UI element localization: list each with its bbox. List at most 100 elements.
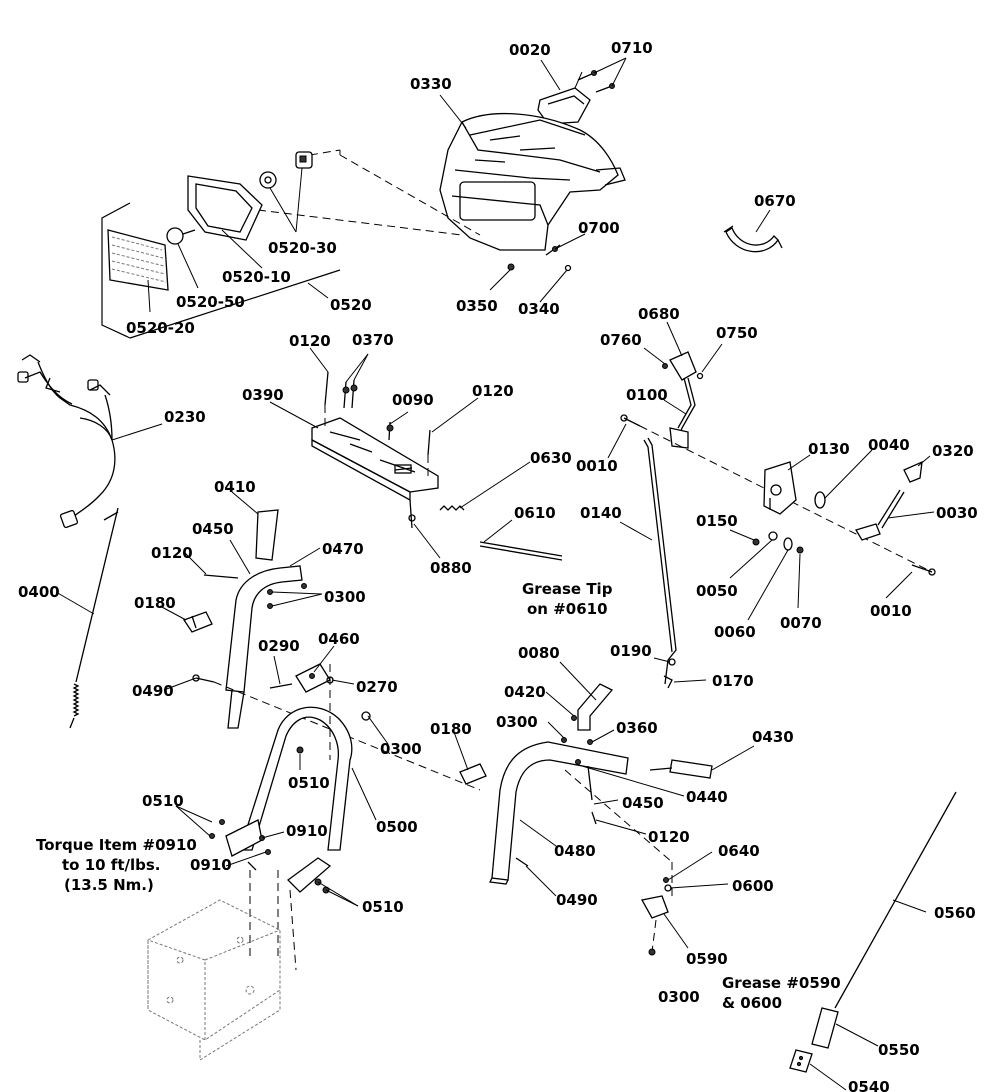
label-0750: 0750 [716, 324, 758, 342]
label-0370: 0370 [352, 331, 394, 349]
label-0450-a: 0450 [192, 520, 234, 538]
lower-handle-0500-drawing [209, 706, 371, 894]
label-0450-b: 0450 [622, 794, 664, 812]
screw-0700-drawing [545, 244, 561, 256]
label-0170: 0170 [712, 672, 754, 690]
bracket-0590-drawing [640, 877, 672, 956]
bolt-0880-drawing [408, 499, 416, 529]
grip-0430-drawing [649, 759, 713, 779]
label-0300-a: 0300 [324, 588, 366, 606]
screw-0340-drawing [564, 264, 572, 272]
label-0490-b: 0490 [556, 891, 598, 909]
label-0040: 0040 [868, 436, 910, 454]
knob-0320-drawing [903, 460, 923, 483]
label-0540: 0540 [848, 1078, 890, 1092]
label-0330: 0330 [410, 75, 452, 93]
clip-0670-drawing [723, 225, 783, 253]
grease-tip-note-line2: on #0610 [527, 600, 608, 618]
bracket-0130-drawing [763, 461, 797, 515]
label-0350: 0350 [456, 297, 498, 315]
console-plate-0390-drawing [311, 417, 439, 502]
lever-0080-drawing [577, 683, 614, 731]
label-0230: 0230 [164, 408, 206, 426]
spring-0630-drawing [439, 505, 465, 511]
label-0340: 0340 [518, 300, 560, 318]
label-0520: 0520 [330, 296, 372, 314]
label-0460: 0460 [318, 630, 360, 648]
label-0480: 0480 [554, 842, 596, 860]
label-0420: 0420 [504, 683, 546, 701]
label-0410: 0410 [214, 478, 256, 496]
label-0500: 0500 [376, 818, 418, 836]
torque-note-line1: Torque Item #0910 [36, 836, 197, 854]
label-0610: 0610 [514, 504, 556, 522]
torque-note-line2: to 10 ft/lbs. [62, 856, 160, 874]
label-0440: 0440 [686, 788, 728, 806]
wiring-harness-0230-drawing [17, 354, 119, 529]
label-0430: 0430 [752, 728, 794, 746]
label-0400: 0400 [18, 583, 60, 601]
rod-0610-drawing [479, 541, 563, 561]
bolts-0370-0120-drawing [324, 371, 431, 476]
label-0190: 0190 [610, 642, 652, 660]
label-0520-10: 0520-10 [222, 268, 291, 286]
notes: Grease Tip on #0610 Torque Item #0910 to… [36, 580, 841, 1012]
label-0180-a: 0180 [134, 594, 176, 612]
bracket-0020-drawing [537, 71, 591, 125]
chassis-outline [147, 899, 281, 1061]
label-0510-c: 0510 [362, 898, 404, 916]
label-0100: 0100 [626, 386, 668, 404]
handle-0480-drawing [489, 741, 629, 885]
label-0910-b: 0910 [190, 856, 232, 874]
dash-panel-0330-drawing [439, 112, 626, 251]
bolt-0010-drawing [620, 414, 936, 576]
label-0070: 0070 [780, 614, 822, 632]
label-0270: 0270 [356, 678, 398, 696]
label-0560: 0560 [934, 904, 976, 922]
shift-rod-0140-drawing [643, 437, 677, 685]
label-0490-a: 0490 [132, 682, 174, 700]
label-0360: 0360 [616, 719, 658, 737]
label-0300-b: 0300 [380, 740, 422, 758]
label-0300-c: 0300 [496, 713, 538, 731]
label-0520-20: 0520-20 [126, 319, 195, 337]
part-labels: 0020 0710 0330 0670 0700 0350 0340 0520-… [18, 39, 978, 1092]
label-0120-b: 0120 [472, 382, 514, 400]
label-0590: 0590 [686, 950, 728, 968]
grease-tip-note-line1: Grease Tip [522, 580, 613, 598]
label-0630: 0630 [530, 449, 572, 467]
clip-0180-right-drawing [459, 763, 487, 785]
shift-lever-0100-drawing [662, 351, 704, 449]
nut-0350-drawing [507, 263, 515, 271]
label-0180-b: 0180 [430, 720, 472, 738]
label-0910-a: 0910 [286, 822, 328, 840]
label-0030: 0030 [936, 504, 978, 522]
small-parts-0120-0300-left [203, 574, 307, 609]
label-0320: 0320 [932, 442, 974, 460]
plate-0460-drawing [269, 663, 334, 693]
label-0120-d: 0120 [648, 828, 690, 846]
label-0050: 0050 [696, 582, 738, 600]
label-0150: 0150 [696, 512, 738, 530]
grip-0410-drawing [255, 509, 279, 561]
cable-0400-drawing [69, 507, 119, 729]
label-0510-a: 0510 [288, 774, 330, 792]
cable-0560-drawing [834, 791, 957, 1009]
small-parts-right-handle [515, 715, 597, 867]
label-0020: 0020 [509, 41, 551, 59]
label-0010-a: 0010 [576, 457, 618, 475]
label-0390: 0390 [242, 386, 284, 404]
handle-0470-drawing [225, 565, 303, 729]
label-0640: 0640 [718, 842, 760, 860]
grease-0590-note-line1: Grease #0590 [722, 974, 841, 992]
link-0540-drawing [789, 1049, 813, 1073]
label-0140: 0140 [580, 504, 622, 522]
label-0710: 0710 [611, 39, 653, 57]
screws-0710-drawing [577, 70, 615, 93]
label-0510-b: 0510 [142, 792, 184, 810]
label-0550: 0550 [878, 1041, 920, 1059]
grease-0590-note-line2: & 0600 [722, 994, 782, 1012]
label-0300-d: 0300 [658, 988, 700, 1006]
label-0760: 0760 [600, 331, 642, 349]
